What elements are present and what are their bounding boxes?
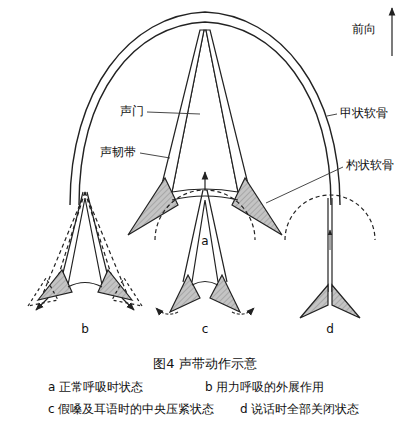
reference-arc: [155, 190, 255, 240]
posterior-edge: [192, 282, 218, 286]
thyroid-inner: [79, 22, 331, 205]
vocal-cords-b: [28, 192, 142, 310]
arytenoid-cartilage: [210, 275, 240, 312]
thyroid-outer: [70, 12, 340, 205]
vocal-ligament: [160, 30, 204, 192]
part-label: 声韧带: [100, 145, 136, 160]
caption-note: c 假嗓及耳语时的中央压紧状态: [48, 402, 214, 417]
posterior-edge: [68, 283, 102, 288]
arytenoid-cartilage: [170, 275, 200, 312]
arytenoid-cartilage: [98, 270, 132, 300]
vocal-cords-d: [285, 195, 375, 318]
vocal-cord: [60, 192, 110, 285]
vocal-cords-c: [155, 172, 255, 314]
figure-caption: 图4 声带动作示意: [153, 356, 256, 372]
subfigure-letter: c: [202, 322, 209, 337]
direction-label: 前向: [352, 22, 376, 37]
leader-line: [266, 167, 343, 203]
arytenoid-cartilage: [128, 178, 178, 235]
arytenoid-cartilage: [332, 285, 360, 318]
subfigure-letter: b: [81, 322, 89, 337]
vocal-cord: [183, 190, 227, 282]
caption-note: b 用力呼吸的外展作用: [205, 380, 324, 395]
leader-lines: [140, 112, 343, 203]
posterior-edge: [172, 196, 238, 200]
rotation-arrow: [232, 308, 254, 314]
subfigure-letter: a: [201, 234, 208, 249]
arytenoid-cartilage: [300, 285, 328, 318]
part-label: 声门: [120, 104, 144, 119]
leader-line: [147, 112, 200, 114]
leader-line: [327, 114, 337, 116]
leader-line: [140, 153, 170, 158]
part-label: 甲状软骨: [340, 106, 388, 121]
motion-arrow: [36, 298, 48, 310]
vocal-cords-a: [128, 30, 282, 235]
arytenoid-moved: [112, 278, 142, 306]
thyroid-cartilage: [70, 12, 340, 205]
motion-arrow: [330, 230, 331, 250]
vocal-ligament: [206, 30, 250, 192]
arytenoid-cartilage: [232, 178, 282, 235]
subfigure-letter: d: [326, 322, 334, 337]
arytenoid-cartilage: [38, 270, 72, 300]
motion-arrow: [204, 172, 205, 190]
direction-arrow: [391, 8, 392, 56]
rotation-arrow: [156, 308, 178, 314]
arytenoid-moved: [28, 278, 58, 306]
part-label: 杓状软骨: [346, 158, 394, 173]
caption-note: d 说话时全部关闭状态: [240, 402, 359, 417]
motion-arrow: [122, 298, 134, 310]
caption-note: a 正常呼吸时状态: [48, 380, 143, 395]
vocal-cord: [328, 198, 332, 292]
